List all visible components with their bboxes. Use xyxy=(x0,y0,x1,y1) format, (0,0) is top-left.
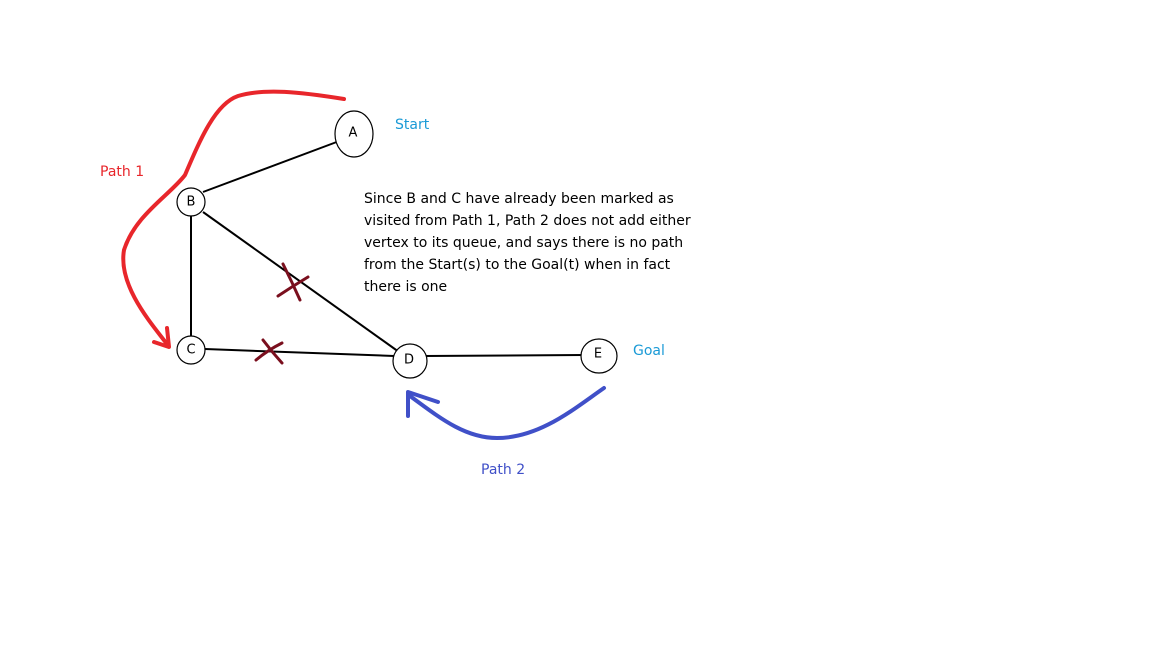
start-label: Start xyxy=(395,117,430,133)
explanation-line: from the Start(s) to the Goal(t) when in… xyxy=(364,257,671,273)
cross-mark-b-d xyxy=(276,262,310,302)
explanation-line: there is one xyxy=(364,279,448,295)
path1-arrow xyxy=(121,89,346,349)
path2-label: Path 2 xyxy=(481,462,525,478)
goal-label: Goal xyxy=(633,343,665,359)
node-e-label: E xyxy=(594,347,602,362)
node-d-label: D xyxy=(404,353,414,368)
path1-label: Path 1 xyxy=(100,164,144,180)
node-e: E xyxy=(580,338,618,374)
node-c-label: C xyxy=(186,343,195,358)
explanation-text: Since B and C have already been marked a… xyxy=(364,188,724,298)
node-c: C xyxy=(176,335,206,365)
node-a: A xyxy=(334,110,374,158)
explanation-line: vertex to its queue, and says there is n… xyxy=(364,235,684,251)
node-d: D xyxy=(392,343,428,379)
edge-d-e xyxy=(423,354,585,357)
cross-mark-c-d xyxy=(254,338,284,365)
explanation-line: Since B and C have already been marked a… xyxy=(364,191,674,207)
node-b: B xyxy=(176,187,206,217)
explanation-line: visited from Path 1, Path 2 does not add… xyxy=(364,213,691,229)
node-b-label: B xyxy=(187,195,196,210)
edge-c-d xyxy=(204,348,395,357)
node-a-label: A xyxy=(349,126,358,141)
path2-arrow xyxy=(406,386,606,440)
edge-a-b xyxy=(202,139,343,193)
